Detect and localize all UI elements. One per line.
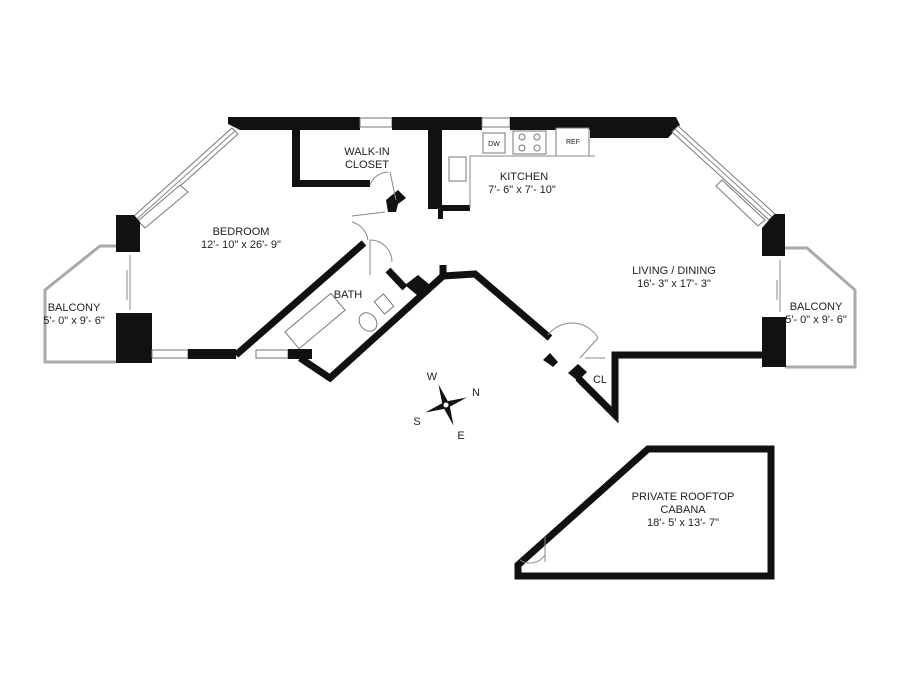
compass-west: W (427, 371, 438, 383)
walk-in-closet-label-2: CLOSET (345, 159, 389, 171)
living-dining-size: 16'- 3" x 17'- 3" (637, 278, 711, 290)
living-dining-label: LIVING / DINING (632, 265, 716, 277)
balcony-right-size: 5'- 0" x 9'- 6" (785, 314, 847, 326)
compass-south: S (413, 416, 420, 428)
bedroom-label: BEDROOM (213, 226, 270, 238)
closet-label: CL (593, 374, 607, 386)
bath-label: BATH (334, 289, 363, 301)
balcony-right-label: BALCONY (790, 301, 843, 313)
dishwasher-label: DW (488, 141, 500, 148)
dishwasher (482, 132, 506, 154)
compass-east: E (457, 430, 464, 442)
kitchen-size: 7'- 6" x 7'- 10" (488, 184, 556, 196)
refrigerator-label: REF (566, 139, 580, 146)
balcony-left-size: 5'- 0" x 9'- 6" (43, 315, 105, 327)
bedroom-size: 12'- 10" x 26'- 9" (201, 239, 281, 251)
compass-icon (425, 384, 467, 426)
cabana-size: 18'- 5' x 13'- 7" (647, 517, 719, 529)
compass-north: N (472, 387, 480, 399)
kitchen-label: KITCHEN (500, 171, 548, 183)
cabana-label: PRIVATE ROOFTOP (632, 491, 735, 503)
cabana-walls (514, 445, 775, 580)
balcony-left-label: BALCONY (48, 302, 101, 314)
cabana-label-2: CABANA (660, 504, 706, 516)
walk-in-closet-label: WALK-IN (344, 146, 389, 158)
exterior-walls (43, 117, 857, 424)
